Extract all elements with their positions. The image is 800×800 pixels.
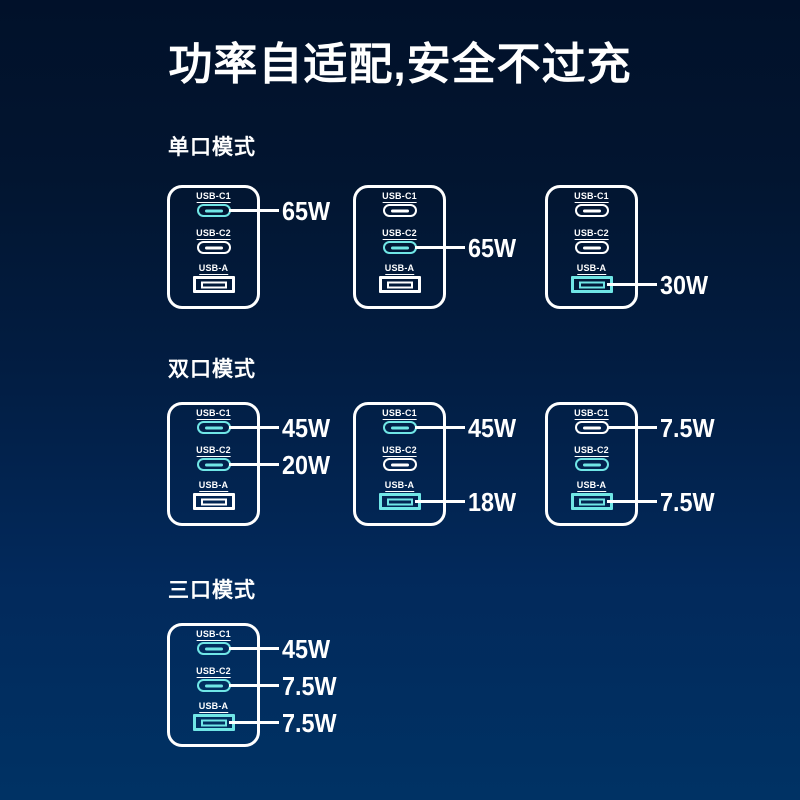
usb-a-pin-bar [200, 719, 227, 726]
usb-a-pin-bar [200, 281, 227, 288]
port-label-usb-c1: USB-C1 [382, 408, 417, 420]
usb-c1-port [196, 421, 231, 434]
port-label-usb-c1: USB-C1 [382, 191, 417, 203]
usb-c-tongue [390, 246, 409, 249]
watt-label-c1: 45W [468, 412, 517, 443]
port-label-usb-c2: USB-C2 [574, 445, 609, 457]
callout-line-c2 [229, 684, 279, 687]
usb-c-tongue [390, 426, 409, 429]
port-label-usb-c1: USB-C1 [574, 191, 609, 203]
usb-a-pin-bar [386, 498, 413, 505]
callout-line-a [415, 500, 465, 503]
usb-c2-port [574, 458, 609, 471]
port-label-usb-a: USB-A [576, 263, 607, 275]
section-label-single-port: 单口模式 [168, 136, 256, 159]
usb-a-port [192, 276, 235, 293]
watt-label-a: 18W [468, 486, 517, 517]
port-label-usb-c1: USB-C1 [196, 629, 231, 641]
usb-c-tongue [204, 647, 223, 650]
port-label-usb-a: USB-A [198, 263, 229, 275]
usb-c2-port [196, 458, 231, 471]
usb-c1-port [382, 421, 417, 434]
usb-c-tongue [204, 684, 223, 687]
usb-c1-port [574, 204, 609, 217]
port-label-usb-c1: USB-C1 [574, 408, 609, 420]
watt-label-c1: 65W [282, 195, 331, 226]
section-label-triple-port: 三口模式 [168, 579, 256, 602]
watt-label-c2: 20W [282, 449, 331, 480]
usb-c-tongue [390, 209, 409, 212]
port-label-usb-c2: USB-C2 [382, 228, 417, 240]
port-label-usb-c2: USB-C2 [196, 666, 231, 678]
callout-line-c2 [229, 463, 279, 466]
port-label-usb-a: USB-A [198, 701, 229, 713]
usb-a-pin-bar [578, 498, 605, 505]
section-label-dual-port: 双口模式 [168, 358, 256, 381]
watt-label-a: 7.5W [660, 486, 715, 517]
charger-diagram: USB-C1 45W USB-C2 20W USB-A [167, 402, 330, 526]
watt-label-c1: 45W [282, 412, 331, 443]
usb-c1-port [196, 204, 231, 217]
usb-c-tongue [582, 426, 601, 429]
usb-c-tongue [390, 463, 409, 466]
callout-line-c1 [229, 209, 279, 212]
charger-outline [167, 185, 260, 309]
callout-line-c1 [229, 426, 279, 429]
usb-c-tongue [582, 246, 601, 249]
usb-a-port [192, 493, 235, 510]
watt-label-c2: 65W [468, 232, 517, 263]
usb-a-port [378, 276, 421, 293]
charger-outline [353, 402, 446, 526]
callout-line-a [607, 283, 657, 286]
charger-diagram: USB-C1 45W USB-C2 7.5W USB-A 7.5W [167, 623, 337, 747]
usb-c-tongue [204, 426, 223, 429]
port-label-usb-a: USB-A [198, 480, 229, 492]
watt-label-a: 30W [660, 269, 709, 300]
usb-c-tongue [204, 463, 223, 466]
charger-outline [545, 402, 638, 526]
port-label-usb-c2: USB-C2 [196, 445, 231, 457]
usb-c-tongue [582, 463, 601, 466]
charger-outline [545, 185, 638, 309]
watt-label-c2: 7.5W [282, 670, 337, 701]
callout-line-a [607, 500, 657, 503]
port-label-usb-a: USB-A [384, 480, 415, 492]
watt-label-c1: 45W [282, 633, 331, 664]
usb-c2-port [574, 241, 609, 254]
usb-a-pin-bar [200, 498, 227, 505]
usb-c2-port [196, 679, 231, 692]
port-label-usb-c2: USB-C2 [382, 445, 417, 457]
usb-c-tongue [204, 246, 223, 249]
watt-label-c1: 7.5W [660, 412, 715, 443]
usb-a-pin-bar [578, 281, 605, 288]
callout-line-c1 [229, 647, 279, 650]
port-label-usb-a: USB-A [384, 263, 415, 275]
port-label-usb-a: USB-A [576, 480, 607, 492]
usb-c1-port [196, 642, 231, 655]
page-title: 功率自适配,安全不过充 [168, 40, 632, 89]
usb-a-pin-bar [386, 281, 413, 288]
usb-c-tongue [582, 209, 601, 212]
port-label-usb-c1: USB-C1 [196, 191, 231, 203]
callout-line-c1 [415, 426, 465, 429]
callout-line-c1 [607, 426, 657, 429]
port-label-usb-c2: USB-C2 [574, 228, 609, 240]
usb-c2-port [382, 241, 417, 254]
watt-label-a: 7.5W [282, 707, 337, 738]
usb-c2-port [196, 241, 231, 254]
port-label-usb-c2: USB-C2 [196, 228, 231, 240]
callout-line-c2 [415, 246, 465, 249]
usb-c1-port [574, 421, 609, 434]
port-label-usb-c1: USB-C1 [196, 408, 231, 420]
usb-c-tongue [204, 209, 223, 212]
usb-c1-port [382, 204, 417, 217]
usb-c2-port [382, 458, 417, 471]
callout-line-a [229, 721, 279, 724]
